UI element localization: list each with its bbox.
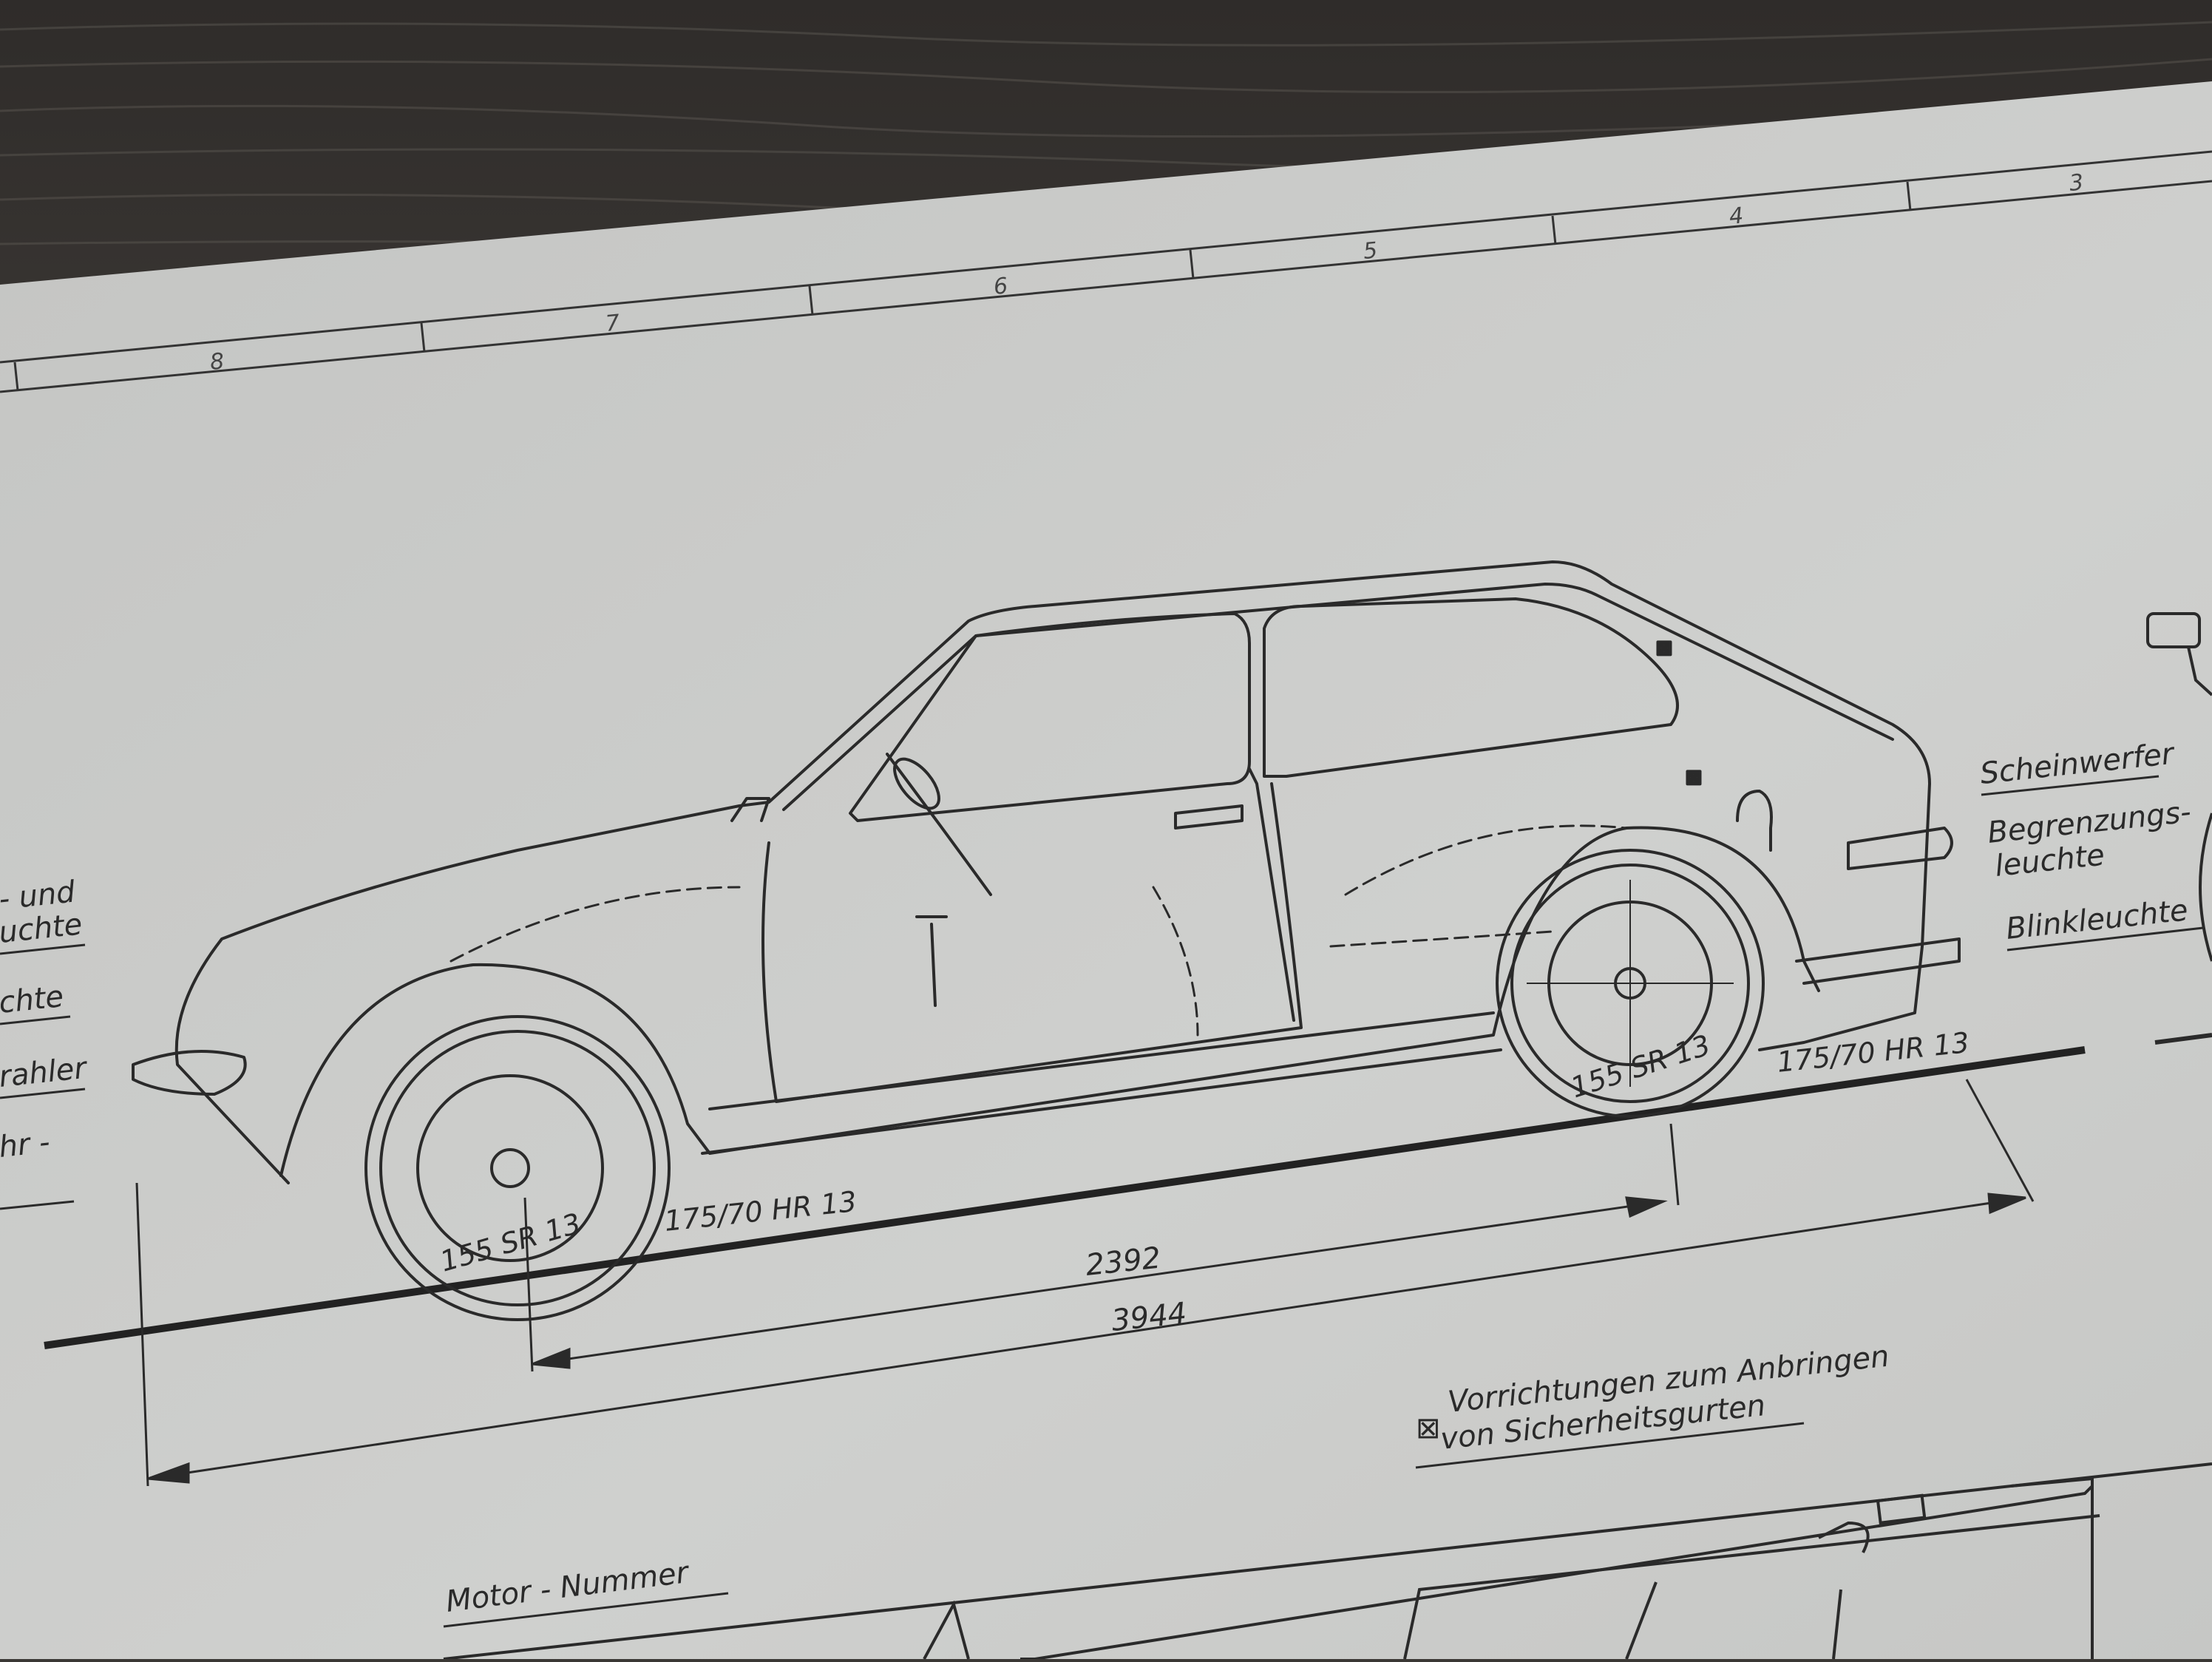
wheelbase-line	[532, 1200, 1664, 1366]
partial-label-hr: hr -	[0, 1125, 52, 1164]
steering-wheel	[886, 753, 992, 896]
gear-stick	[915, 915, 948, 1007]
partial-front-view	[2146, 612, 2212, 1045]
door-outline	[761, 782, 1303, 1103]
rear-wheel	[1496, 849, 1765, 1118]
left-partial-labels: - und uchte chte rahler hr -	[0, 875, 89, 1210]
overall-length-line	[147, 1196, 2026, 1480]
paper-sheet	[0, 81, 2212, 1659]
ruler-number-4: 4	[1728, 203, 1744, 230]
partial-label-und: - und	[0, 875, 77, 917]
seatbelt-note: ⊠ Vorrichtungen zum Anbringen von Sicher…	[1415, 1340, 1890, 1469]
car-side-view: ⊠ ⊠	[132, 560, 1961, 1184]
ground-line	[44, 1046, 2086, 1349]
rear-window	[1263, 597, 1679, 778]
partial-label-chte: chte	[0, 980, 65, 1020]
door-handle	[1174, 804, 1244, 830]
ruler-numbers: 8 7 6 5 4 3	[208, 169, 2084, 376]
ruler-number-7: 7	[604, 310, 620, 337]
overall-length-dimension: 3944	[1110, 1297, 1188, 1338]
anchor-mark-1: ⊠	[1656, 637, 1672, 659]
side-mirror	[730, 797, 770, 822]
ruler-number-5: 5	[1362, 237, 1378, 265]
front-window	[849, 612, 1251, 822]
ruler-number-3: 3	[2068, 169, 2084, 197]
anchor-mark-2: ⊠	[1686, 767, 1702, 789]
front-bumper	[132, 1050, 247, 1096]
wheelbase-dimension: 2392	[1084, 1241, 1162, 1283]
top-ruler	[0, 150, 2212, 393]
note-symbol: ⊠	[1416, 1411, 1441, 1445]
bottom-partial-drawing	[443, 1462, 2212, 1661]
ruler-number-8: 8	[208, 348, 225, 376]
front-wheel	[364, 1015, 671, 1321]
car-body-outline	[174, 560, 1931, 1184]
dimension-lines	[135, 1079, 2035, 1487]
ruler-number-6: 6	[992, 273, 1008, 300]
rear-bumper	[1847, 827, 1953, 870]
